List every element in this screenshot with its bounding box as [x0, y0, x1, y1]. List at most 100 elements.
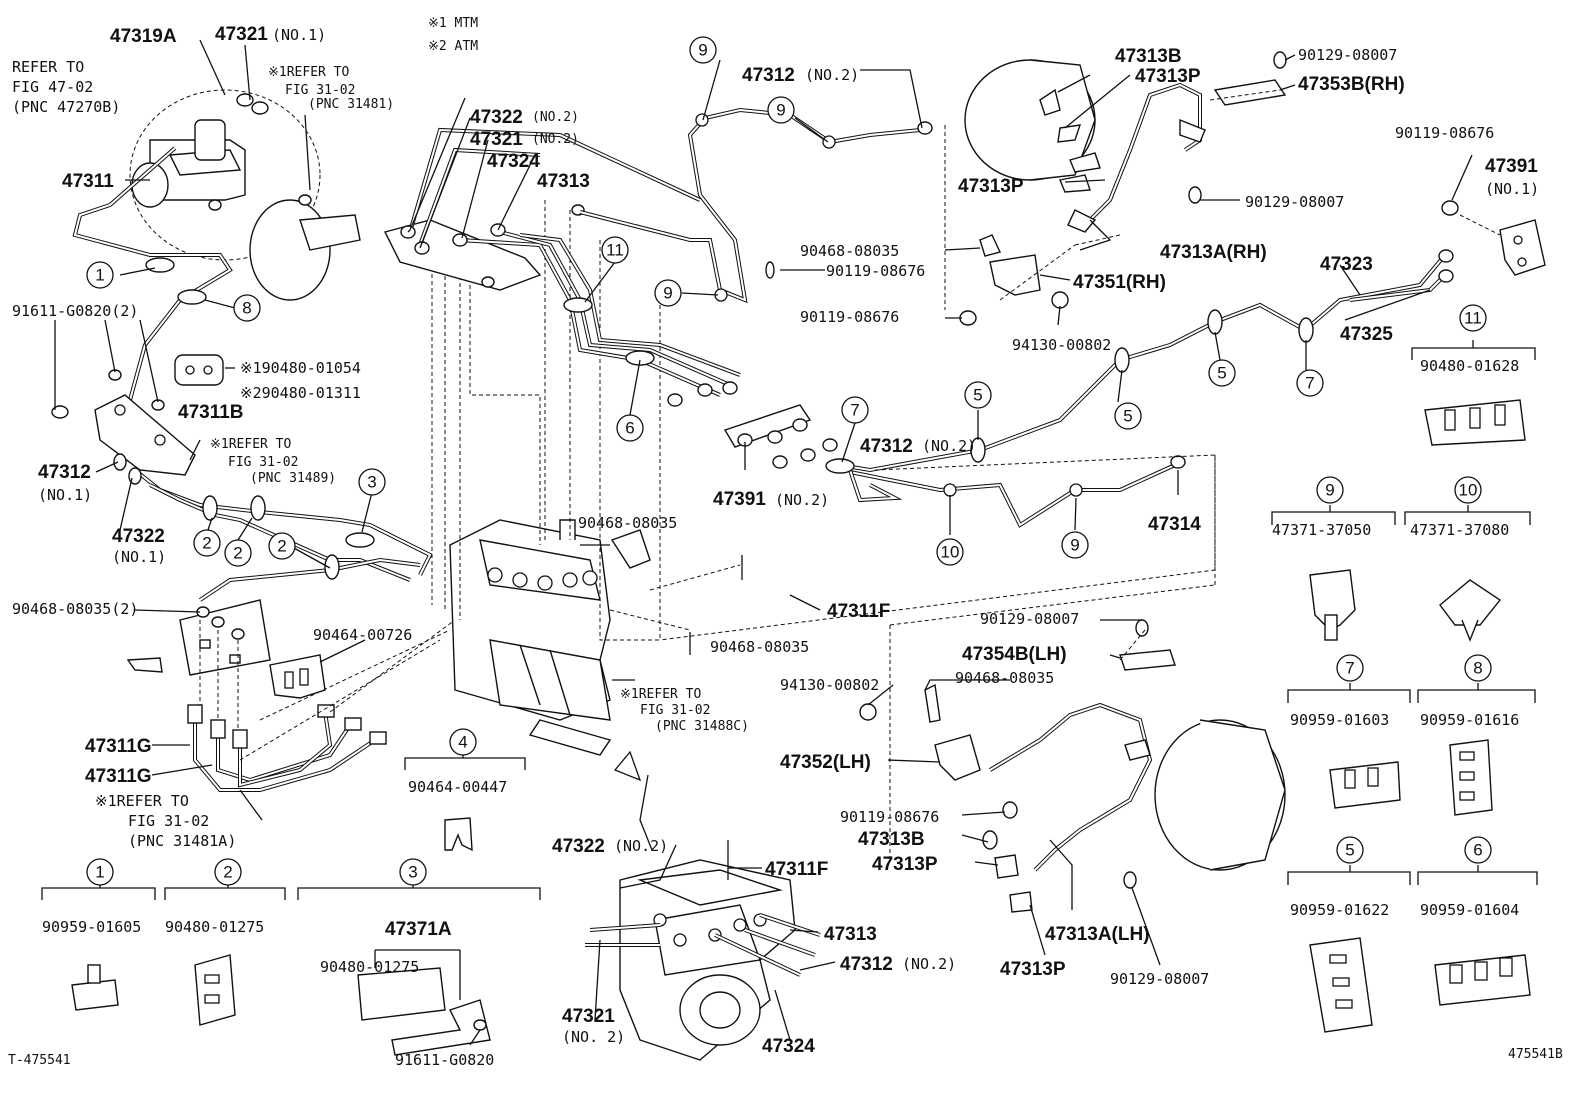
detail-box-1	[41, 880, 156, 1011]
callout-3-a: 3	[358, 468, 386, 496]
svg-text:10: 10	[1459, 481, 1478, 500]
label-47313-bottom: 47313	[824, 924, 877, 945]
label-90129-08007-rh-b: 90129-08007	[1298, 46, 1397, 64]
label-90468-08035-2: 90468-08035(2)	[12, 600, 138, 618]
callout-9-d: 9	[1061, 531, 1089, 559]
master-cylinder-drawing	[129, 89, 361, 301]
label-47322-no2-bottom: 47322	[552, 836, 605, 857]
detail-box-9	[1271, 505, 1396, 641]
label-47321-no2-top: 47321	[470, 129, 523, 150]
label-pnc-31489: (PNC 31489)	[250, 471, 336, 486]
svg-text:5: 5	[1345, 841, 1354, 860]
label-47311b: 47311B	[178, 402, 244, 423]
label-90129-08007-lh-a: 90129-08007	[980, 610, 1079, 628]
label-90480-01054: ※190480-01054	[240, 359, 361, 377]
label-refer-31481: ※1REFER TO	[268, 65, 350, 80]
label-47322-no2-top-suffix: (NO.2)	[532, 110, 579, 125]
label-47312-no2-bottom: 47312	[840, 954, 893, 975]
detail-box-4	[404, 750, 526, 852]
svg-text:2: 2	[202, 534, 211, 553]
callout-10-a: 10	[936, 538, 964, 566]
label-90959-01622: 90959-01622	[1290, 901, 1389, 919]
label-47325: 47325	[1340, 324, 1393, 345]
svg-text:9: 9	[776, 101, 785, 120]
label-90480-01275-b: 90480-01275	[320, 958, 419, 976]
label-47391-no2-suffix: (NO.2)	[775, 491, 829, 509]
label-90464-00447: 90464-00447	[408, 778, 507, 796]
label-47312-no2-bottom-suffix: (NO.2)	[902, 955, 956, 973]
label-refer-31489: ※1REFER TO	[210, 437, 292, 452]
callout-9-b: 9	[767, 96, 795, 124]
label-47321-no2-bottom: 47321	[562, 1006, 615, 1027]
label-47353b-rh: 47353B(RH)	[1298, 74, 1405, 95]
label-47371-37050: 47371-37050	[1272, 521, 1371, 539]
svg-text:8: 8	[1473, 659, 1482, 678]
label-47371-37080: 47371-37080	[1410, 521, 1509, 539]
callout-5-a: 5	[964, 381, 992, 409]
detail-box-5	[1287, 865, 1411, 1033]
label-90468-08035-rh: 90468-08035	[800, 242, 899, 260]
callout-9-c: 9	[654, 279, 682, 307]
lower-left-bracket	[126, 599, 271, 735]
label-47312-no2-top-suffix: (NO.2)	[805, 66, 859, 84]
callout-4: 4	[449, 728, 477, 756]
label-90959-01604: 90959-01604	[1420, 901, 1519, 919]
label-47313p-lh-b: 47313P	[1000, 959, 1066, 980]
callout-7-a: 7	[841, 396, 869, 424]
callout-11-a: 11	[601, 236, 629, 264]
callout-2-c: 2	[268, 532, 296, 560]
label-47313b-lh: 47313B	[858, 829, 925, 850]
svg-text:11: 11	[606, 241, 624, 260]
label-90959-01605: 90959-01605	[42, 918, 141, 936]
leader-lines	[54, 39, 1473, 1046]
callout-6-b: 6	[1464, 836, 1492, 864]
label-47319a: 47319A	[110, 26, 177, 47]
label-90119-08676-b: 90119-08676	[1395, 124, 1494, 142]
label-fig-47-02: FIG 47-02	[12, 78, 93, 96]
detail-box-3	[297, 880, 541, 1056]
label-90468-08035-lh: 90468-08035	[955, 669, 1054, 687]
lh-brake-assembly	[859, 570, 1286, 913]
callout-7-b: 7	[1296, 369, 1324, 397]
label-47322-no1: 47322	[112, 526, 165, 547]
label-47312-no2-mid-suffix: (NO.2)	[922, 437, 976, 455]
callout-5-b: 5	[1114, 402, 1142, 430]
label-90480-01311: ※290480-01311	[240, 384, 361, 402]
callout-markers: 1 8 3 2 2 2 4 1 2 3 9 9 11 9 6 7 5 5 5 7…	[86, 36, 1492, 886]
label-47313p-rh-a: 47313P	[1135, 66, 1201, 87]
detail-box-10	[1404, 505, 1531, 642]
label-90468-08035-d: 90468-08035	[710, 638, 809, 656]
label-47313a-rh: 47313A(RH)	[1160, 242, 1267, 263]
label-47371a: 47371A	[385, 919, 452, 940]
label-47312-no2-top: 47312	[742, 65, 795, 86]
label-pnc-31481a: (PNC 31481A)	[128, 832, 236, 850]
label-91611-g0820-2: 91611-G0820(2)	[12, 302, 138, 320]
callout-5-c: 5	[1208, 359, 1236, 387]
label-47391-no1: 47391	[1485, 156, 1538, 177]
label-90959-01616: 90959-01616	[1420, 711, 1519, 729]
label-fig-31-02-a: FIG 31-02	[285, 83, 355, 98]
label-47322-no2-top: 47322	[470, 107, 523, 128]
label-refer-to: REFER TO	[12, 58, 84, 76]
label-fig-31-02-d: FIG 31-02	[640, 703, 710, 718]
label-47313p-rh-b: 47313P	[958, 176, 1024, 197]
label-47352-lh: 47352(LH)	[780, 752, 871, 773]
label-90480-01628: 90480-01628	[1420, 357, 1519, 375]
label-fig-31-02-b: FIG 31-02	[228, 455, 298, 470]
label-47322-no1-suffix: (NO.1)	[112, 548, 166, 566]
hoses-47311g	[187, 619, 456, 792]
svg-text:9: 9	[698, 41, 707, 60]
svg-text:10: 10	[941, 543, 960, 562]
detail-box-7	[1287, 683, 1411, 809]
callout-1-b: 1	[86, 858, 114, 886]
label-47311: 47311	[62, 171, 114, 192]
svg-text:9: 9	[1070, 536, 1079, 555]
callout-2-a: 2	[193, 529, 221, 557]
label-90129-08007-rh-a: 90129-08007	[1245, 193, 1344, 211]
drawing-id: T-475541	[8, 1053, 71, 1068]
detail-box-11	[1411, 340, 1536, 446]
tube-47312-no2-top	[579, 107, 933, 304]
label-90129-08007-lh-b: 90129-08007	[1110, 970, 1209, 988]
svg-text:5: 5	[1217, 364, 1226, 383]
